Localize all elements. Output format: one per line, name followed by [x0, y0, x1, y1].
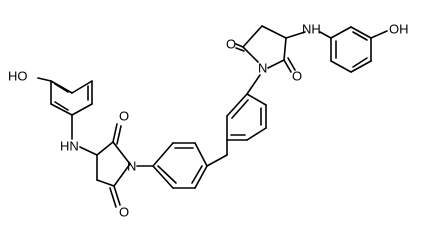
right-succinimide-ring: [235, 25, 296, 73]
amine-label-right: NH: [302, 21, 321, 36]
left-central-phenyl-ring: [152, 142, 208, 189]
phenyl-n-bond-right: [246, 74, 261, 95]
left-succinimide-ring: [96, 123, 131, 208]
ch2-bridge-bond-a: [206, 154, 228, 167]
right-hydroxyphenyl-ring: [330, 26, 372, 73]
carbonyl-oxygen-label-left-top: O: [119, 108, 129, 123]
imide-nitrogen-label-right: N: [258, 60, 267, 75]
c3-nh-bond-right: [285, 31, 306, 39]
hydroxyl-label-left: HO: [8, 68, 28, 83]
left-hydroxyphenyl-ring: [50, 80, 93, 116]
oh-bond-right: [370, 30, 388, 39]
nh-c3-bond-left: [79, 146, 98, 156]
right-central-phenyl-ring: [226, 93, 267, 141]
hydroxyl-label-right: OH: [389, 21, 409, 36]
oh-bond-left: [37, 77, 52, 82]
carbonyl-oxygen-label-right-bottom: O: [292, 68, 302, 83]
molecule-drawing: HO HN O N O O N O NH OH: [8, 21, 409, 219]
carbonyl-oxygen-label-left-bottom: O: [119, 204, 129, 219]
amine-label-left: HN: [60, 138, 79, 153]
imide-nitrogen-label-left: N: [127, 158, 136, 173]
carbonyl-oxygen-label-right-top: O: [226, 36, 236, 51]
nh-ring-bond-right: [319, 31, 332, 39]
structure-diagram: HO HN O N O O N O NH OH: [8, 21, 409, 219]
